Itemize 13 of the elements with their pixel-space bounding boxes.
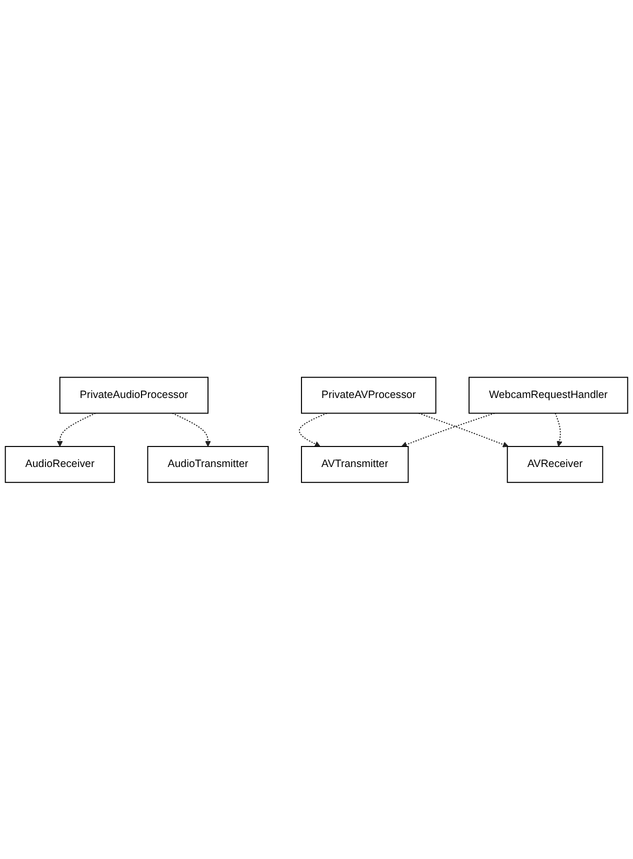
node-box: AVTransmitter: [300, 446, 409, 483]
arrow: [554, 412, 562, 446]
arrow: [172, 412, 211, 446]
arrow: [418, 412, 509, 447]
arrow: [56, 412, 96, 446]
arrow: [298, 412, 328, 446]
node-box: AudioReceiver: [4, 446, 115, 483]
node-box: PrivateAVProcessor: [300, 376, 436, 414]
node-box: PrivateAudioProcessor: [59, 376, 208, 414]
node-box: AudioTransmitter: [147, 446, 269, 483]
arrow: [401, 412, 496, 447]
node-box: AVReceiver: [506, 446, 604, 483]
node-box: WebcamRequestHandler: [468, 376, 628, 414]
